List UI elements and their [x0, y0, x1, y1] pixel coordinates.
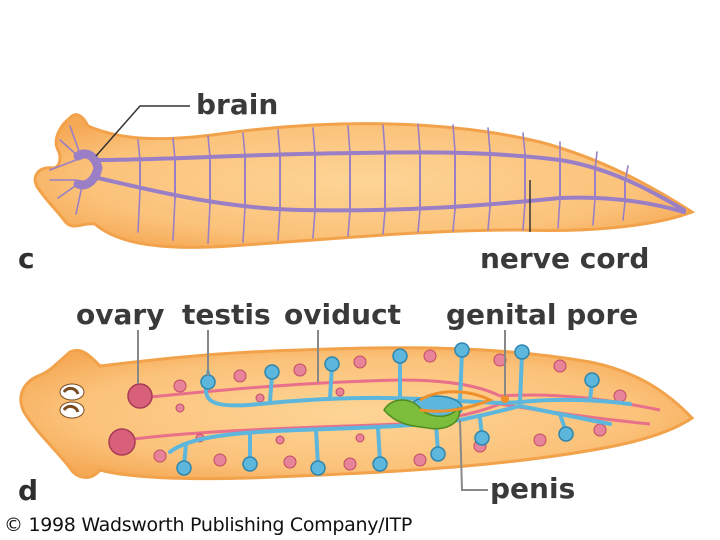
nerve-lateral-branches: [49, 123, 629, 244]
panel-d: ovary testis oviduct genital pore penis …: [18, 298, 695, 507]
panel-c: brain nerve cord c: [18, 88, 696, 275]
oviduct-lower: [125, 402, 501, 442]
brain-ganglion: [73, 149, 103, 190]
sperm-duct-tail-upper: [518, 397, 632, 406]
panel-letter-d: d: [18, 474, 38, 507]
label-nerve-cord: nerve cord: [480, 242, 649, 275]
label-testis: testis: [182, 298, 271, 331]
ovaries: [108, 383, 153, 456]
ovary-lower: [108, 428, 136, 456]
nerve-cord-lower: [96, 176, 686, 214]
testes: [176, 342, 600, 476]
nerve-system: [49, 123, 686, 244]
copyright-notice: © 1998 Wadsworth Publishing Company/ITP: [4, 514, 413, 536]
ovary-upper: [127, 383, 153, 409]
panel-d-leader-lines: [137, 330, 506, 491]
flatworm-body-d: [19, 346, 695, 481]
copulatory-organ: [383, 390, 509, 430]
nerve-cord-upper: [96, 150, 686, 212]
penis-leader-line: [459, 419, 488, 491]
eyespots: [59, 383, 85, 419]
label-genital-pore: genital pore: [446, 298, 638, 331]
genital-pore-dot: [501, 395, 509, 403]
sperm-duct-lower: [168, 404, 522, 454]
label-ovary: ovary: [76, 298, 164, 331]
brain-leader-line: [95, 105, 190, 157]
label-oviduct: oviduct: [284, 298, 401, 331]
label-penis: penis: [490, 472, 575, 505]
yolk-glands: [153, 349, 627, 471]
panel-letter-c: c: [18, 242, 35, 275]
oviduct-upper: [139, 378, 501, 400]
genital-atrium: [419, 390, 494, 413]
sperm-duct-tail-lower: [518, 404, 612, 426]
flatworm-body-c: [33, 113, 696, 249]
label-brain: brain: [196, 88, 278, 121]
nerve-transverse-connectives: [139, 150, 626, 212]
